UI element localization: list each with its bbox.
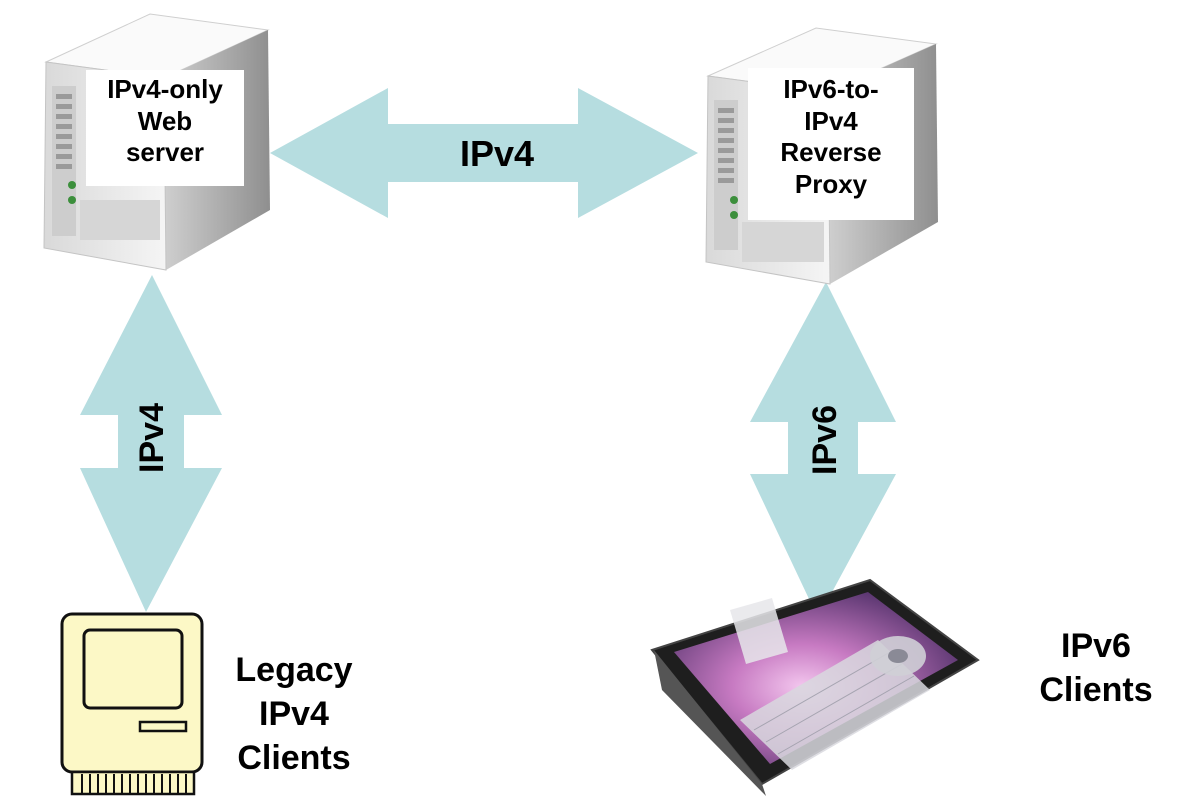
label-line: Reverse <box>780 137 882 168</box>
label-line: Proxy <box>794 169 868 200</box>
ipv6-clients-label: IPv6 Clients <box>1018 624 1174 712</box>
reverse-proxy-label: IPv6-to- IPv4 Reverse Proxy <box>748 68 914 220</box>
arrow-proxy-to-ipv6 <box>750 282 896 618</box>
web-server-label: IPv4-only Web server <box>86 70 244 186</box>
link-label-proxy-to-ipv6: IPv6 <box>806 405 844 475</box>
legacy-clients-label: Legacy IPv4 Clients <box>214 648 374 781</box>
label-line: server <box>125 137 205 168</box>
label-line: IPv4-only <box>107 74 223 104</box>
arrow-server-to-legacy <box>80 275 222 612</box>
label-line: IPv4 <box>259 695 329 734</box>
label-line: IPv4 <box>804 105 858 136</box>
tablet-icon <box>650 578 980 796</box>
label-line: Clients <box>1039 671 1153 710</box>
label-line: Legacy <box>235 651 353 689</box>
label-line: IPv6-to- <box>783 74 879 104</box>
classic-mac-icon <box>60 612 204 796</box>
label-line: Clients <box>237 739 351 778</box>
link-label-server-to-proxy: IPv4 <box>460 133 534 174</box>
link-label-server-to-legacy: IPv4 <box>133 403 171 473</box>
arrow-server-to-proxy <box>270 88 698 218</box>
label-line: IPv6 <box>1061 627 1131 665</box>
label-line: Web <box>137 105 193 136</box>
